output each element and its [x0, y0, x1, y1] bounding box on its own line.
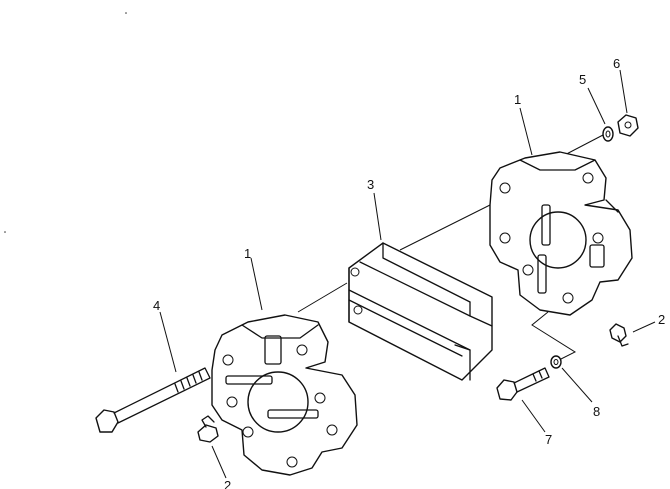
label-center-element: 3	[367, 177, 374, 192]
label-short-bolt: 7	[545, 432, 552, 447]
label-leaders	[159, 69, 656, 479]
label-lock-washer: 5	[579, 72, 586, 87]
coupling-left	[211, 314, 358, 476]
label-flat-washer: 8	[593, 404, 600, 419]
short-bolt	[496, 367, 550, 401]
label-coupling-right: 1	[514, 92, 521, 107]
label-long-bolt: 4	[153, 298, 160, 313]
part-labels: 1 2 3 1 4 5 6 2 7 8	[153, 56, 665, 489]
grease-fitting-right	[609, 323, 629, 347]
label-grease-fitting-right: 2	[658, 312, 665, 327]
label-grease-fitting-left: 2	[224, 478, 231, 489]
scan-speck	[125, 12, 127, 14]
center-element	[348, 242, 493, 381]
flat-washer	[550, 355, 562, 369]
nut	[617, 114, 639, 137]
lock-washer	[602, 126, 614, 142]
scan-speck	[4, 231, 6, 233]
label-coupling-left: 1	[244, 246, 251, 261]
grease-fitting-left	[197, 415, 219, 443]
coupling-right	[489, 151, 633, 316]
long-bolt	[95, 367, 211, 433]
label-nut: 6	[613, 56, 620, 71]
